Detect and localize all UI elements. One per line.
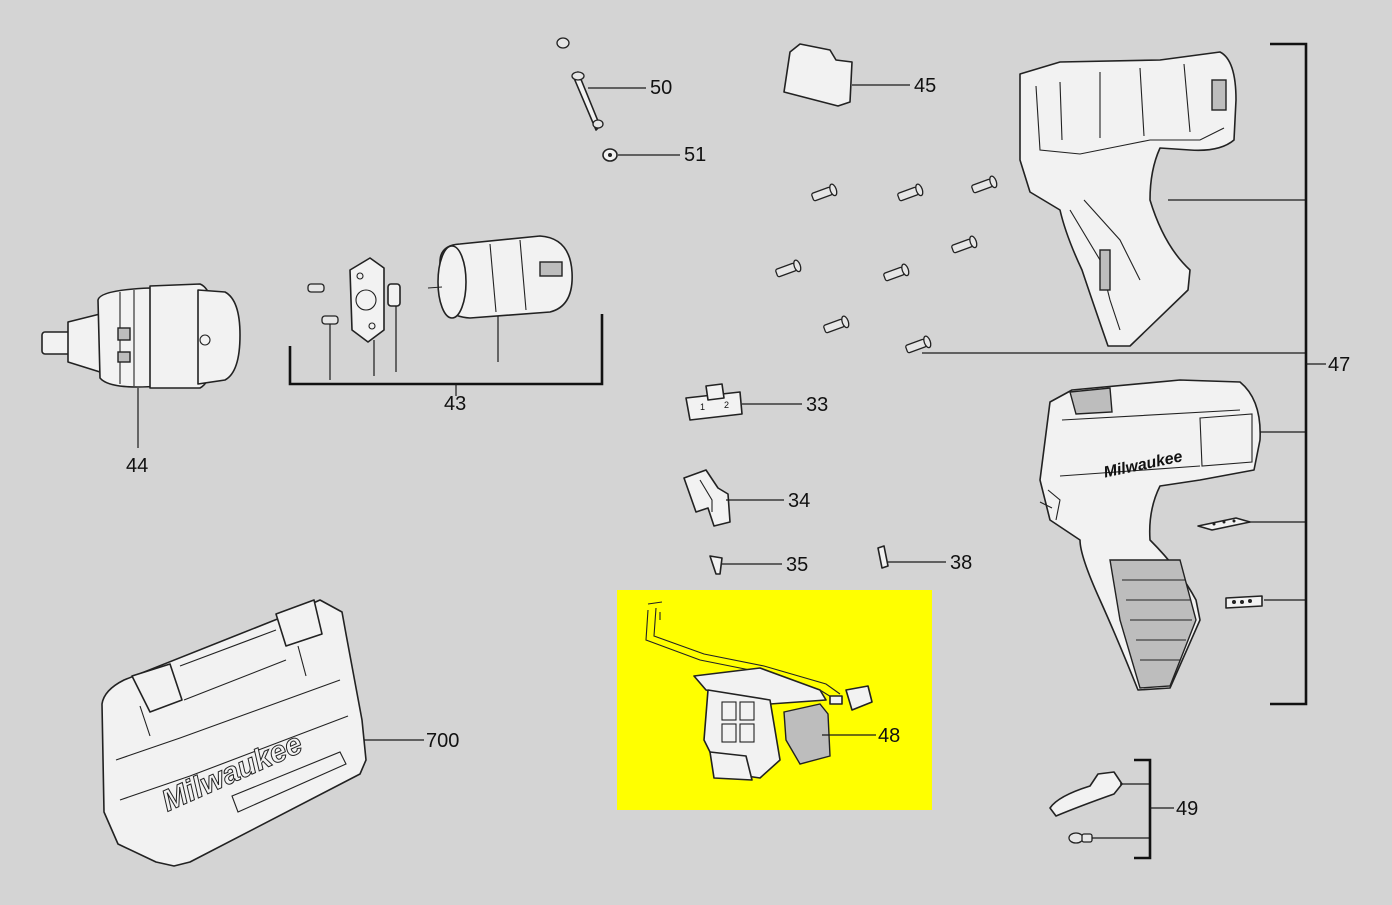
part-48-switch-assembly[interactable]	[645, 601, 873, 781]
bracket-43	[288, 314, 604, 386]
label-48: 48	[878, 725, 900, 747]
leader-49-ticks	[1092, 783, 1150, 839]
label-33: 33	[806, 394, 828, 416]
label-47: 47	[1328, 354, 1350, 376]
label-38: 38	[950, 552, 972, 574]
part-47-housing-left[interactable]	[1019, 51, 1237, 347]
leader-43-ticks	[329, 306, 499, 380]
label-34: 34	[788, 490, 810, 512]
switch-mark-2: 2	[724, 400, 729, 410]
part-33-switch[interactable]: 1 2	[685, 383, 743, 421]
part-49-belt-clip[interactable]	[1049, 771, 1123, 844]
part-44-gearbox[interactable]	[41, 283, 241, 389]
part-34-trigger-piece[interactable]	[683, 469, 731, 527]
label-700: 700	[426, 730, 459, 752]
label-43: 43	[444, 393, 466, 415]
label-51: 51	[684, 144, 706, 166]
bracket-49	[1134, 758, 1152, 860]
part-51-washer[interactable]	[602, 148, 618, 162]
part-700-case[interactable]: Milwaukee	[101, 599, 367, 867]
part-38-spring[interactable]	[877, 545, 889, 569]
part-50-pin[interactable]	[556, 37, 604, 131]
label-45: 45	[914, 75, 936, 97]
label-35: 35	[786, 554, 808, 576]
label-44: 44	[126, 455, 148, 477]
part-45-plate[interactable]	[783, 43, 853, 107]
label-49: 49	[1176, 798, 1198, 820]
switch-mark-1: 1	[700, 402, 705, 412]
part-47-housing-right[interactable]: Milwaukee	[1039, 379, 1261, 691]
bracket-47	[1270, 42, 1308, 706]
part-35-spring[interactable]	[709, 555, 723, 575]
leader-47-ticks	[922, 199, 1306, 601]
part-43-motor-assembly[interactable]	[307, 235, 573, 343]
housing-screws[interactable]	[775, 175, 999, 355]
part-47-small-pieces[interactable]	[1197, 517, 1263, 609]
label-50: 50	[650, 77, 672, 99]
